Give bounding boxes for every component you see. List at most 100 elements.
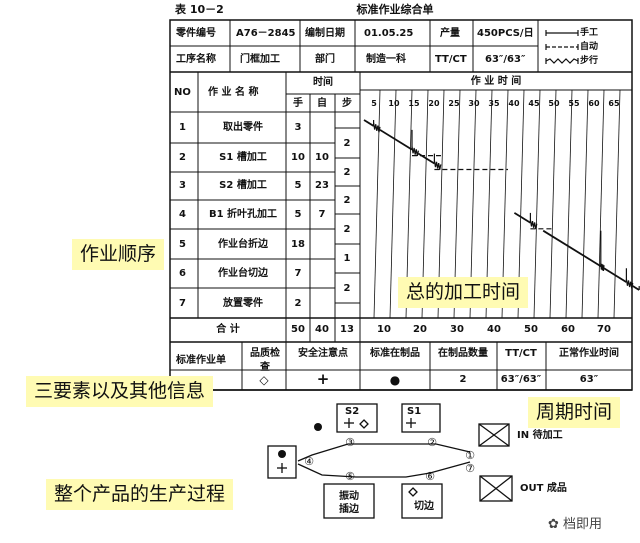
column-auto: 自 (317, 98, 327, 109)
bend-station-box (323, 483, 375, 519)
op-manual: 5 (294, 209, 302, 220)
output-value: 450PCS/日 (477, 28, 534, 39)
op-no: 6 (179, 268, 186, 279)
op-auto: 23 (315, 180, 329, 191)
op-name: 作业台切边 (218, 268, 268, 279)
flow-path-lower (297, 461, 471, 478)
date-value: 01.05.25 (364, 28, 414, 39)
walk-time: 2 (343, 195, 351, 206)
axis-tick-top: 50 (548, 99, 560, 108)
op-manual: 5 (294, 180, 302, 191)
column-work-time: 作 业 时 间 (470, 76, 522, 87)
axis-tick-bottom: 40 (487, 324, 501, 335)
axis-tick-top: 5 (371, 99, 377, 108)
time-gridline (389, 89, 397, 319)
stock-qty-label: 在制品数量 (438, 348, 488, 359)
s1-machine-box (401, 403, 441, 433)
op-no: 2 (179, 152, 186, 163)
op-manual: 10 (291, 152, 305, 163)
axis-tick-bottom: 50 (524, 324, 538, 335)
op-name: B1 折叶孔加工 (208, 209, 278, 220)
axis-tick-top: 55 (568, 99, 580, 108)
walk-segment (433, 160, 442, 170)
axis-tick-bottom: 30 (450, 324, 464, 335)
walk-time: 2 (343, 167, 351, 178)
in-label: IN 待加工 (517, 430, 563, 441)
legend-walk-label: 步行 (580, 56, 599, 66)
bend-station-label: 振动插边 (339, 491, 359, 515)
watermark-text: 档即用 (563, 517, 603, 532)
manual-segment (513, 212, 531, 224)
stock-qty-value: 2 (459, 374, 467, 385)
walk-segment (373, 122, 381, 133)
callout-total-processing-time: 总的加工时间 (398, 277, 529, 308)
op-manual: 3 (294, 122, 302, 133)
stock-label: 标准在制品 (370, 348, 420, 359)
axis-tick-bottom: 60 (561, 324, 575, 335)
op-name: S1 槽加工 (219, 152, 267, 163)
callout-cycle-time: 周期时间 (528, 397, 621, 428)
total-walk: 13 (340, 324, 354, 335)
dept-label: 部门 (315, 54, 335, 65)
axis-tick-top: 25 (448, 99, 460, 108)
axis-tick-top: 65 (608, 99, 620, 108)
time-gridline (549, 89, 557, 319)
legend-lines (545, 30, 579, 64)
cut-station-box (401, 483, 443, 519)
step-number: ⑤ (345, 470, 355, 483)
process-value: 门框加工 (240, 54, 280, 65)
op-name: S2 槽加工 (219, 180, 267, 191)
wechat-icon: ✿ (548, 517, 564, 532)
s2-machine-box (336, 403, 378, 433)
op-manual: 2 (294, 298, 302, 309)
callout-operation-sequence: 作业顺序 (72, 239, 165, 270)
op-name: 放置零件 (223, 298, 263, 309)
start-station-box (267, 445, 297, 479)
normal-time-label: 正常作业时间 (559, 348, 619, 359)
time-gridline (613, 89, 621, 319)
axis-tick-bottom: 70 (597, 324, 611, 335)
step-number: ③ (345, 436, 355, 449)
step-number: ① (465, 449, 475, 462)
legend-manual-label: 手工 (580, 28, 599, 38)
walk-time: 2 (343, 224, 351, 235)
total-auto: 40 (315, 324, 329, 335)
op-manual: 7 (294, 268, 302, 279)
s2-machine-label: S2 (345, 406, 360, 417)
out-label: OUT 成品 (520, 483, 567, 494)
manual-segment (363, 119, 375, 127)
total-label: 合 计 (216, 324, 240, 335)
column-name: 作 业 名 称 (208, 87, 259, 98)
op-name: 取出零件 (223, 122, 263, 133)
legend-auto-label: 自动 (580, 42, 599, 52)
table-number: 表 10－2 (175, 3, 224, 16)
manual-segment (542, 229, 602, 268)
axis-tick-top: 20 (428, 99, 440, 108)
callout-three-elements: 三要素以及其他信息 (26, 376, 214, 407)
walk-segment (529, 219, 538, 230)
summary-ttct-value: 63″/63″ (500, 374, 542, 385)
manual-segment (603, 267, 627, 283)
time-gridline (533, 89, 541, 319)
walk-segment (411, 146, 419, 157)
axis-tick-top: 15 (408, 99, 420, 108)
time-gridline (597, 89, 605, 319)
summary-ttct-label: TT/CT (505, 348, 537, 359)
axis-tick-top: 35 (488, 99, 500, 108)
s1-machine-label: S1 (407, 406, 422, 417)
total-manual: 50 (291, 324, 305, 335)
walk-segment (625, 278, 634, 289)
ttct-value: 63″/63″ (485, 54, 526, 65)
op-no: 7 (179, 298, 186, 309)
axis-tick-top: 45 (528, 99, 540, 108)
part-no-value: A76－2845 (236, 28, 296, 39)
date-label: 编制日期 (305, 28, 345, 39)
cut-station-label: 切边 (414, 501, 434, 512)
axis-tick-top: 40 (508, 99, 520, 108)
quality-check-label: 品质检查 (250, 348, 280, 373)
time-gridline (373, 89, 381, 319)
time-gridline (581, 89, 589, 319)
step-number: ② (427, 436, 437, 449)
callout-production-process: 整个产品的生产过程 (46, 479, 234, 510)
time-gridline (565, 89, 573, 319)
